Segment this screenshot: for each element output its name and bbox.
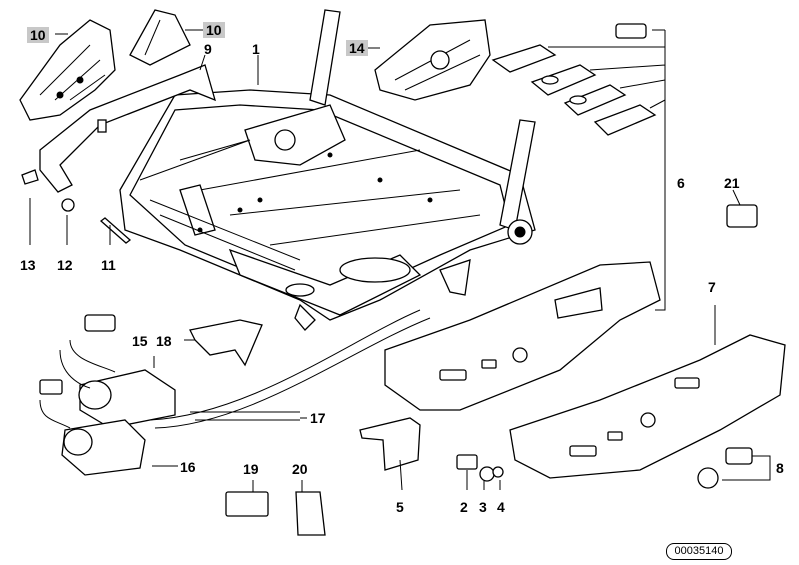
label-part-13: 13	[20, 257, 36, 273]
fasteners-11-12-13	[21, 169, 132, 245]
part-7-side-trim-front	[509, 305, 786, 479]
label-part-3: 3	[479, 499, 487, 515]
label-part-19: 19	[243, 461, 259, 477]
part-7-side-trim-rear	[384, 261, 661, 411]
label-part-10-left: 10	[27, 27, 49, 43]
part-10-trim-cover	[19, 19, 116, 121]
label-part-14: 14	[346, 40, 368, 56]
label-part-20: 20	[292, 461, 308, 477]
label-part-1: 1	[252, 41, 260, 57]
seat-frame	[119, 9, 536, 331]
label-part-12: 12	[57, 257, 73, 273]
diagram-reference-number: 00035140	[666, 543, 732, 560]
part-18-bracket	[189, 319, 263, 367]
part-10-cap	[129, 9, 191, 66]
part-16-motor	[39, 399, 146, 476]
label-part-21: 21	[724, 175, 740, 191]
part-9-trim-strip	[39, 64, 216, 193]
label-leader-lines	[55, 29, 741, 492]
label-part-18: 18	[156, 333, 172, 349]
part-15-motor	[39, 314, 176, 429]
part-17-cables	[149, 309, 431, 429]
part-19-connector	[225, 491, 269, 517]
parts-2-3-4-small	[456, 454, 504, 482]
label-part-4: 4	[497, 499, 505, 515]
part-14-mechanism	[374, 19, 491, 101]
part-6-switches	[491, 23, 666, 311]
label-part-9: 9	[204, 41, 212, 57]
label-part-11: 11	[101, 257, 116, 273]
part-20-connector	[295, 491, 326, 536]
part-5-bracket	[359, 417, 421, 471]
part-8-knob-and-cap	[697, 447, 771, 489]
label-part-8: 8	[776, 460, 784, 476]
label-part-17: 17	[310, 410, 326, 426]
label-part-5: 5	[396, 499, 404, 515]
part-21-clip	[726, 204, 758, 228]
label-part-15: 15	[132, 333, 148, 349]
label-part-6: 6	[677, 175, 685, 191]
label-part-7: 7	[708, 279, 716, 295]
label-part-16: 16	[180, 459, 196, 475]
label-part-2: 2	[460, 499, 468, 515]
label-part-10-right: 10	[203, 22, 225, 38]
